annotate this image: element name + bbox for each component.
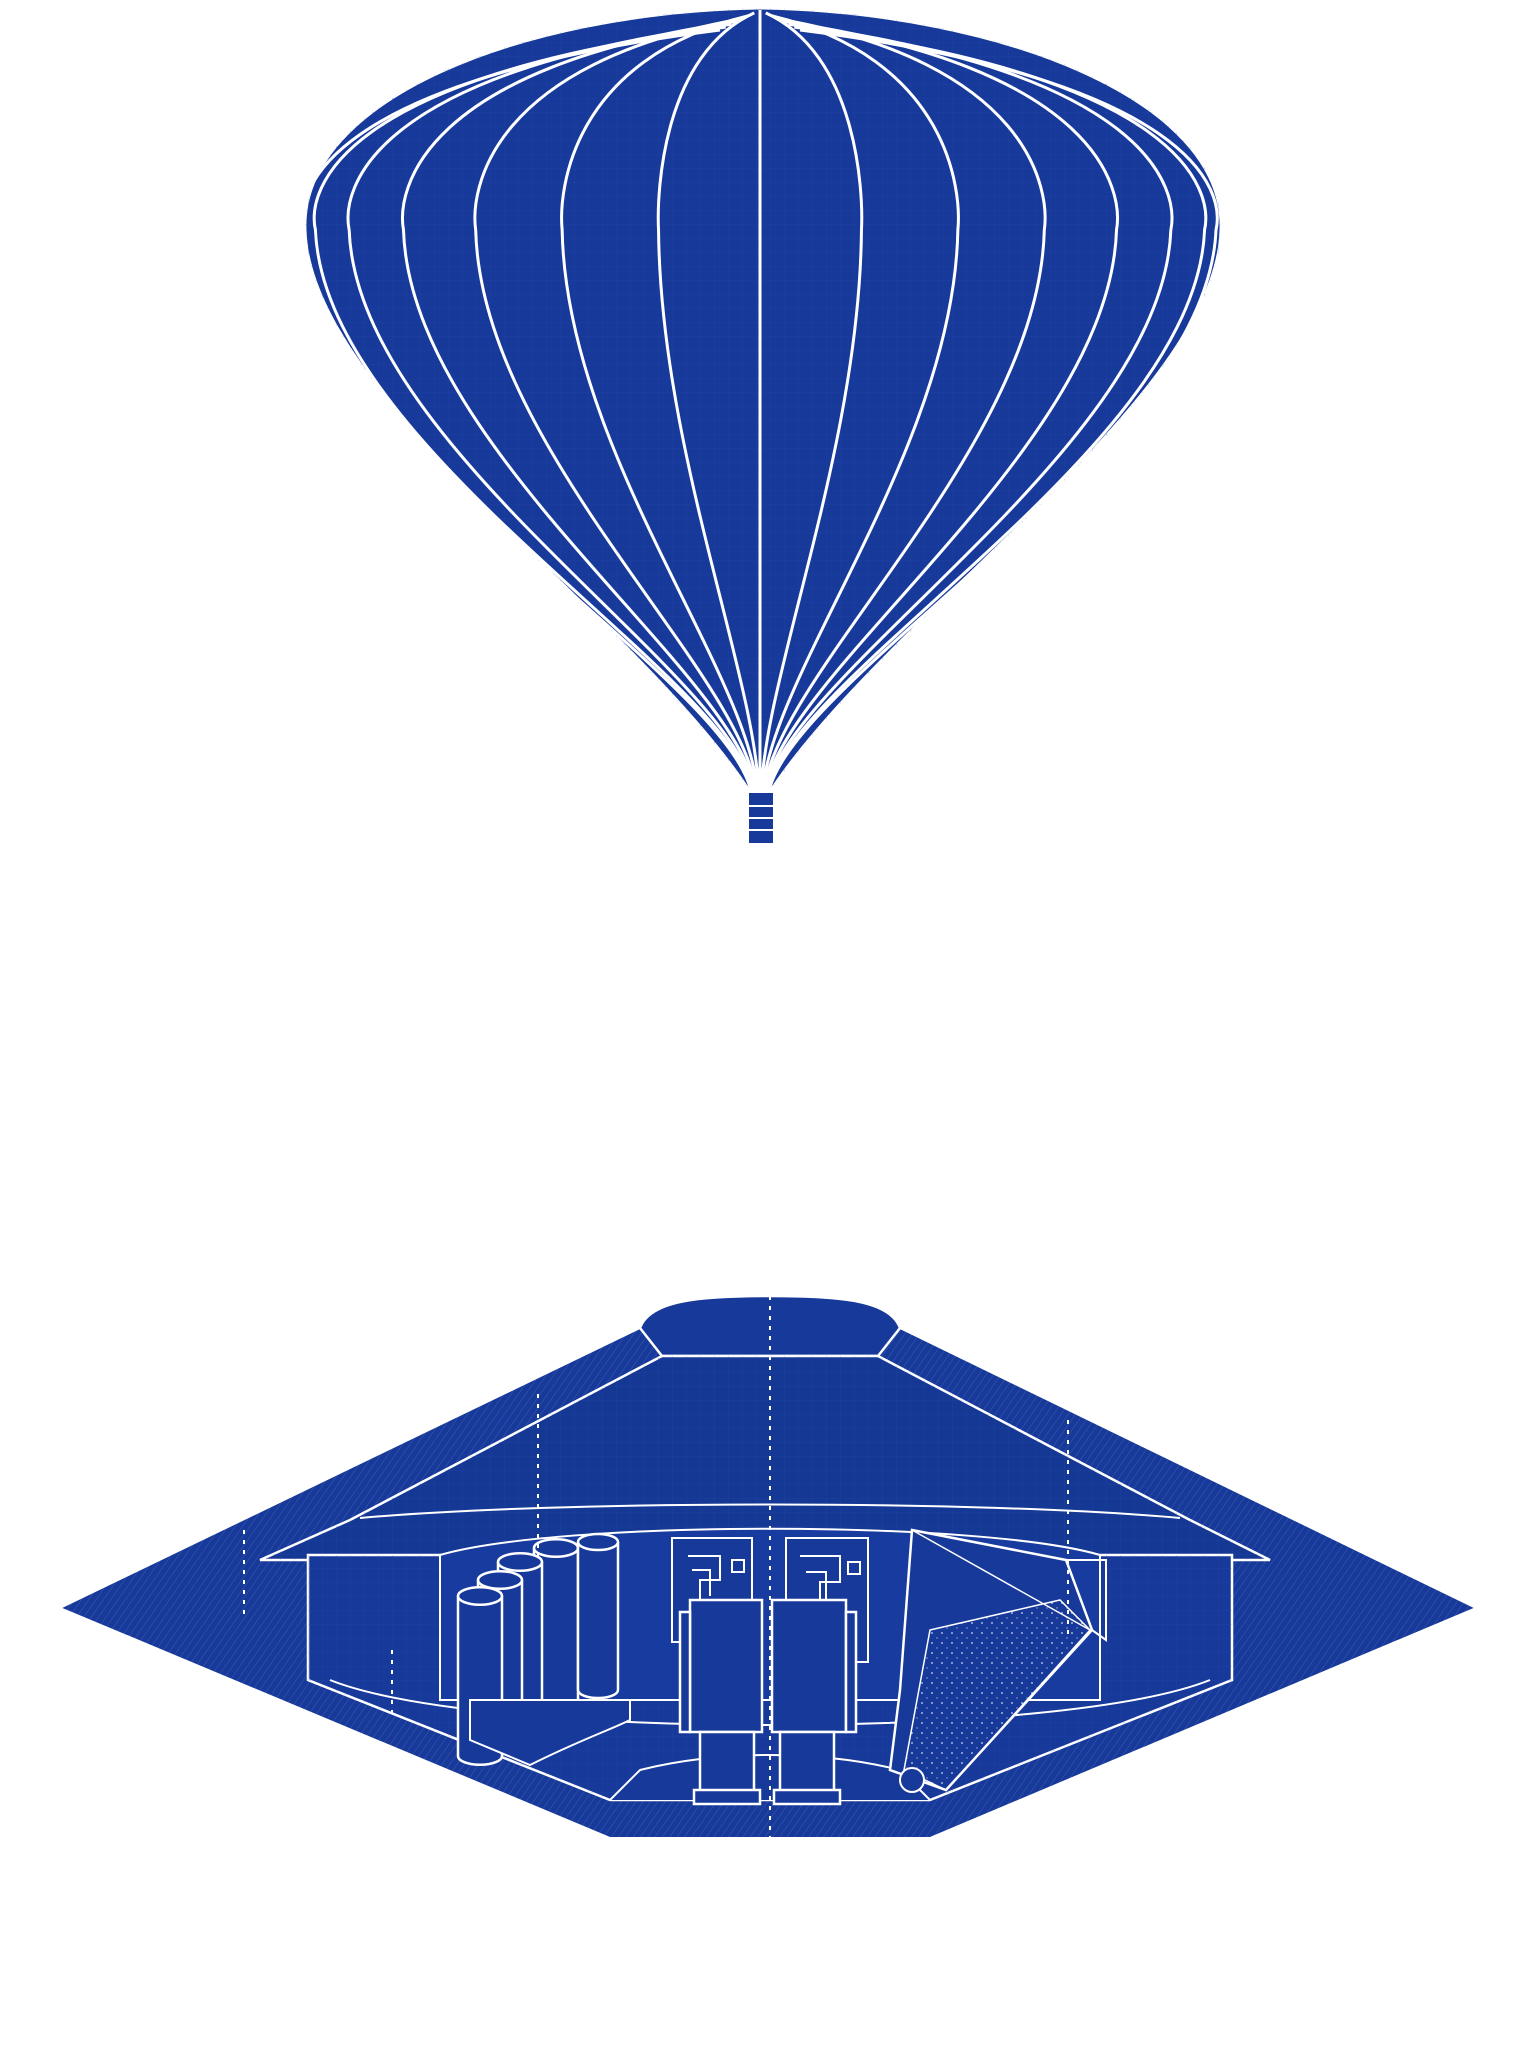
gore-seam	[759, 11, 864, 796]
gore-seam	[765, 25, 1208, 796]
gore-seam	[401, 19, 757, 796]
battery-cylinder	[576, 1532, 620, 1700]
gore-seam	[312, 25, 755, 796]
gondola-floor-arc	[329, 1679, 1211, 1726]
gore-seam	[766, 28, 1219, 796]
gore-seam	[763, 19, 1119, 796]
instrument-unit-right	[770, 1598, 858, 1806]
balloon-envelope	[301, 6, 1223, 845]
gore-seam	[760, 14, 960, 796]
gore-seam	[761, 17, 1047, 796]
gore-seam	[473, 17, 759, 796]
gore-seam	[346, 22, 756, 796]
gondola-roof-arc	[359, 1503, 1181, 1519]
gore-seam	[764, 22, 1174, 796]
gore-seam	[560, 14, 760, 796]
payload-gondola	[57, 1294, 1479, 1840]
gore-seam	[656, 11, 761, 796]
dimension-guides	[243, 1296, 1069, 1840]
balloon-grid-texture	[304, 8, 1222, 795]
instrument-unit-left	[678, 1598, 764, 1806]
ballast-hopper	[888, 1528, 1107, 1793]
balloon-neck	[747, 791, 775, 845]
balloon-gore-seams	[301, 9, 1219, 796]
cylinder-tray	[469, 1699, 631, 1767]
